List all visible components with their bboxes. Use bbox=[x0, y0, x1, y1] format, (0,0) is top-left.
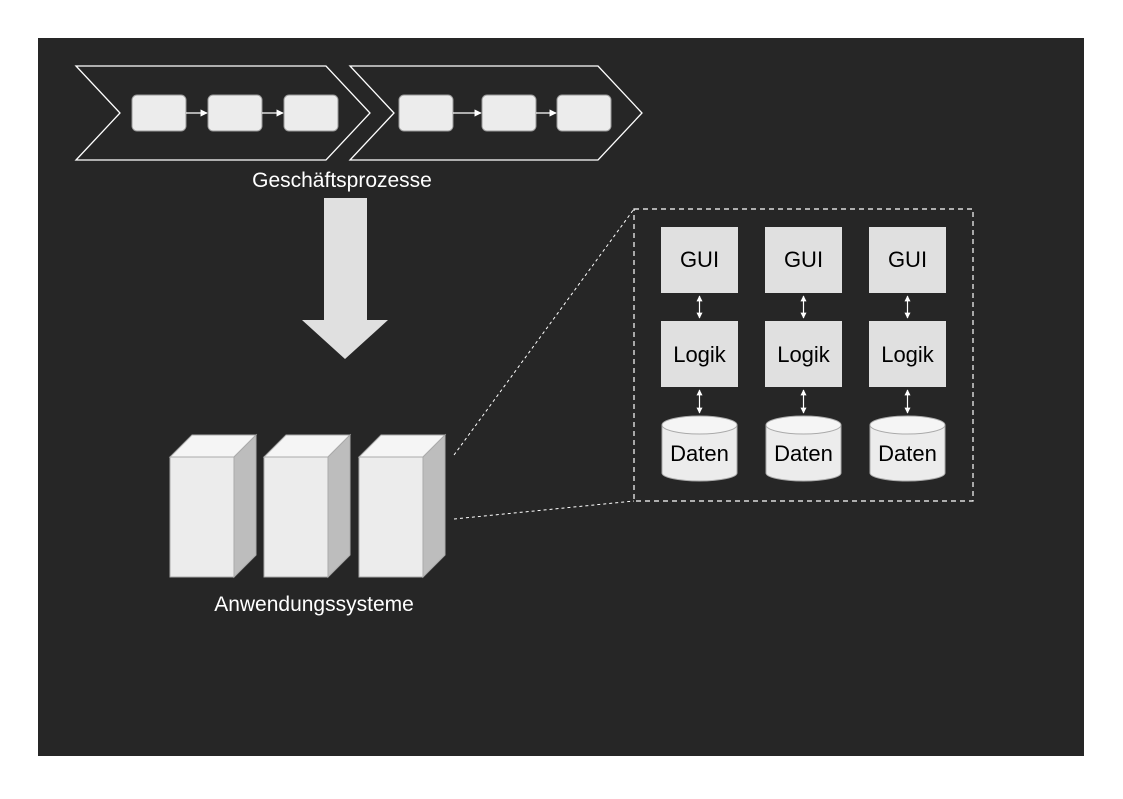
data-label: Daten bbox=[878, 441, 937, 466]
process-step bbox=[207, 94, 263, 132]
logic-box bbox=[869, 321, 946, 387]
gui-box bbox=[869, 227, 946, 293]
detail-frame bbox=[633, 208, 974, 502]
application-systems bbox=[168, 433, 447, 579]
system-block bbox=[168, 433, 258, 579]
gui-label: GUI bbox=[888, 247, 927, 272]
logic-box bbox=[765, 321, 842, 387]
zoom-connector-top bbox=[453, 208, 635, 456]
data-label: Daten bbox=[670, 441, 729, 466]
zoom-connector-bottom bbox=[453, 500, 635, 520]
logic-label: Logik bbox=[673, 342, 727, 367]
system-block bbox=[262, 433, 352, 579]
process-step bbox=[398, 94, 454, 132]
database-cylinder bbox=[661, 415, 738, 482]
logic-label: Logik bbox=[881, 342, 935, 367]
big-down-arrow bbox=[302, 198, 388, 359]
detail-column-3: GUI Logik Daten bbox=[869, 227, 946, 482]
process-steps-group-2 bbox=[398, 94, 612, 132]
logic-label: Logik bbox=[777, 342, 831, 367]
process-steps-group-1 bbox=[131, 94, 339, 132]
gui-box bbox=[661, 227, 738, 293]
gui-label: GUI bbox=[680, 247, 719, 272]
detail-column-1: GUI Logik Daten bbox=[661, 227, 738, 482]
diagram-background bbox=[38, 38, 1084, 756]
process-label: Geschäftsprozesse bbox=[252, 169, 432, 192]
gui-label: GUI bbox=[784, 247, 823, 272]
process-step bbox=[556, 94, 612, 132]
data-label: Daten bbox=[774, 441, 833, 466]
logic-box bbox=[661, 321, 738, 387]
process-step bbox=[481, 94, 537, 132]
database-cylinder bbox=[765, 415, 842, 482]
detail-columns: GUI Logik Daten GUI Logik Daten bbox=[661, 227, 946, 482]
process-chevron-1 bbox=[74, 65, 371, 161]
process-step bbox=[283, 94, 339, 132]
system-block bbox=[357, 433, 447, 579]
systems-label: Anwendungssysteme bbox=[214, 593, 414, 616]
detail-column-2: GUI Logik Daten bbox=[765, 227, 842, 482]
process-step bbox=[131, 94, 187, 132]
database-cylinder bbox=[869, 415, 946, 482]
process-chevron-2 bbox=[348, 65, 643, 161]
gui-box bbox=[765, 227, 842, 293]
